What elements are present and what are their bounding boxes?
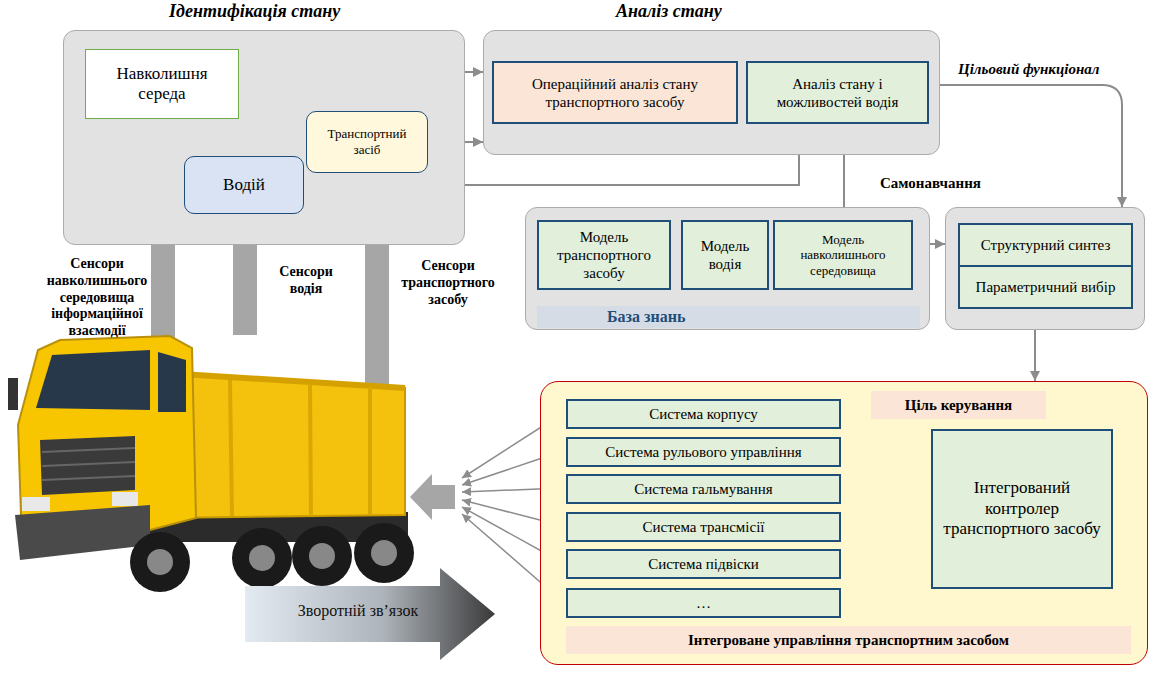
dump-rib [310,384,311,516]
node-text: Система гальмування [634,480,772,498]
headlight [22,497,50,511]
windshield [36,350,150,410]
node-text: Система підвіски [648,555,759,573]
node-text: Модель навколишнього середовища [783,232,903,279]
node-text: Ідентифікація стану [169,1,340,22]
connector-arrow [1034,330,1036,381]
arrow-body [245,568,495,660]
dump-truck [8,336,414,592]
vehicle-box: Транспортний засіб [306,111,428,173]
system-box: … [566,588,841,618]
node-text: Інтегрований контролер транспортного зас… [941,478,1103,539]
annotation-label: Сенсори транспортного засобу [394,258,502,308]
node-text: … [696,594,711,612]
model-box: Модель навколишнього середовища [773,220,913,290]
node-text: Система рульового управління [605,443,801,461]
state-identification-panel: Ідентифікація стануНавколишня середаТран… [63,30,465,245]
mirror [8,378,18,410]
synthesis-panel: Структурний синтезПараметричний вибір [945,207,1145,330]
annotation-label: Самонавчання [880,174,981,192]
state-analysis-panel: Аналіз стануОпераційний аналіз стану тра… [483,30,940,155]
node-text: Модель транспортного засобу [547,228,661,282]
wheel-hub [147,549,173,575]
bumper [15,505,150,560]
node-text: Операційний аналіз стану транспортного з… [502,75,728,111]
dump-rib [368,387,372,515]
model-box: Модель водія [681,220,769,290]
wheel [354,523,414,583]
node-text: Модель водія [686,237,764,273]
node-text: Система трансмісії [643,518,765,536]
wheel [130,532,190,592]
grille-bar [42,462,135,466]
control-arrow [410,474,455,520]
model-box: Модель транспортного засобу [537,220,671,290]
side-window [158,352,186,412]
node-text: Параметричний вибір [958,265,1133,309]
driver-box: Водій [184,156,304,214]
annotation-label: Сенсори навколишнього середовища інформа… [44,256,150,340]
node-text: Інтегроване управління транспортним засо… [566,626,1131,654]
connector-arrow [930,243,945,245]
wheel [292,526,352,586]
grille-bar [42,448,135,452]
node-text: Аналіз стану і можливостей водія [756,75,919,111]
system-box: Система підвіски [566,549,841,579]
node-text: Водій [223,175,265,195]
node-text: Ціль керування [871,391,1046,419]
wheel-hub [249,545,275,571]
wheel-hub [371,540,397,566]
headlight [112,492,138,506]
node-text: Система корпусу [649,405,758,423]
annotation-label: Цільовий функціонал [958,60,1100,78]
node-text: Структурний синтез [958,223,1133,267]
system-box: Система трансмісії [566,512,841,542]
node-text: База знань [537,306,920,328]
controller-box: Інтегрований контролер транспортного зас… [931,429,1113,589]
system-box: Система гальмування [566,474,841,504]
integrated-control-panel: Ціль керуванняІнтегроване управління тра… [540,381,1148,665]
feedback-arrow: Зворотній зв’язок [245,568,495,660]
dump-rib [230,380,232,516]
annotation-label: Сенсори водія [266,264,346,298]
system-box: Система рульового управління [566,437,841,467]
knowledge-base-panel: База знань Модель транспортного засобу Мод… [525,207,930,330]
node-text: Навколишня середа [94,64,230,105]
node-text: Аналіз стану [616,1,722,22]
node-text: Транспортний засіб [315,126,419,157]
process-box: Аналіз стану і можливостей водія [746,61,929,124]
grille-bar [42,476,135,480]
wheel-hub [309,543,335,569]
node-text: Зворотній зв’язок [283,602,433,620]
system-box: Система корпусу [566,399,841,429]
process-box: Операційний аналіз стану транспортного з… [492,61,738,124]
wheel [232,528,292,588]
grille [40,436,135,495]
environment-box: Навколишня середа [85,49,239,119]
